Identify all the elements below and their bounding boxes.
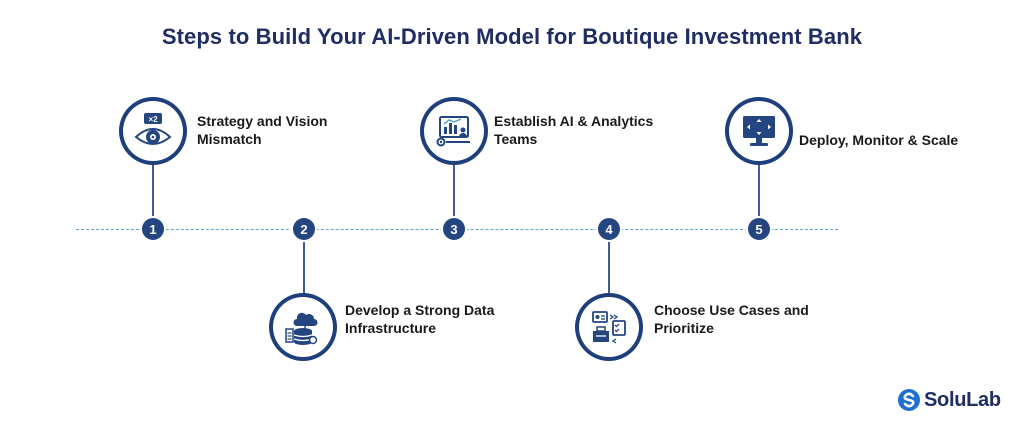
step-5-connector bbox=[758, 163, 760, 229]
eye-target-icon: ×2 bbox=[134, 113, 172, 145]
step-1-label-line1: Strategy and Vision bbox=[197, 113, 328, 129]
cloud-database-icon bbox=[285, 312, 318, 345]
step-4-label-line1: Choose Use Cases and bbox=[654, 302, 809, 318]
solulab-logo: SoluLab bbox=[897, 388, 1001, 412]
step-4-connector bbox=[608, 229, 610, 294]
step-5-badge bbox=[725, 97, 793, 165]
step-5-label: Deploy, Monitor & Scale bbox=[799, 131, 958, 149]
analytics-dashboard-icon bbox=[436, 116, 470, 147]
step-4-badge bbox=[575, 293, 643, 361]
solulab-logo-icon bbox=[898, 389, 920, 411]
step-5-number: 5 bbox=[748, 218, 770, 240]
step-3-label-line2: Teams bbox=[494, 131, 538, 147]
step-1-label: Strategy and Vision Mismatch bbox=[197, 112, 327, 148]
step-4-number: 4 bbox=[598, 218, 620, 240]
step-2-label: Develop a Strong Data Infrastructure bbox=[345, 301, 494, 337]
step-2-label-line2: Infrastructure bbox=[345, 320, 437, 336]
step-3-number: 3 bbox=[443, 218, 465, 240]
icon-multiplier-text: ×2 bbox=[148, 115, 158, 124]
step-2-label-line1: Develop a Strong Data bbox=[345, 302, 495, 318]
step-3-label: Establish AI & Analytics Teams bbox=[494, 112, 653, 148]
step-1-label-line2: Mismatch bbox=[197, 131, 262, 147]
brand-name: SoluLab bbox=[924, 388, 1001, 411]
monitor-scale-icon bbox=[743, 116, 775, 146]
step-4-label: Choose Use Cases and Prioritize bbox=[654, 301, 809, 337]
checklist-task-icon bbox=[592, 311, 626, 344]
step-1-badge: ×2 bbox=[119, 97, 187, 165]
step-3-badge bbox=[420, 97, 488, 165]
step-5-label-line1: Deploy, Monitor & Scale bbox=[799, 132, 959, 148]
step-3-connector bbox=[453, 163, 455, 229]
step-1-connector bbox=[152, 163, 154, 229]
step-3-label-line1: Establish AI & Analytics bbox=[494, 113, 654, 129]
step-2-badge bbox=[269, 293, 337, 361]
step-1-number: 1 bbox=[142, 218, 164, 240]
diagram-title: Steps to Build Your AI-Driven Model for … bbox=[161, 24, 863, 49]
step-4-label-line2: Prioritize bbox=[654, 320, 714, 336]
step-2-number: 2 bbox=[293, 218, 315, 240]
step-2-connector bbox=[303, 229, 305, 294]
